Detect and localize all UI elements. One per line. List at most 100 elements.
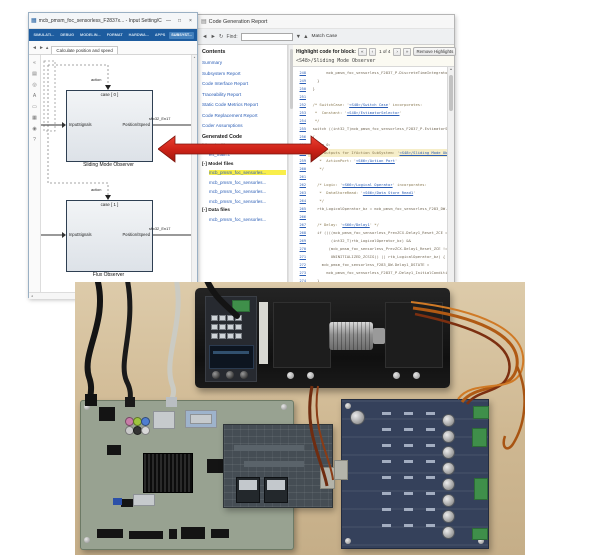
generated-file-link[interactable]: mcb_pmsm_foc_sensorles...: [209, 198, 267, 204]
viewer-icon[interactable]: ◉: [32, 126, 37, 132]
line-number-link[interactable]: 266: [299, 214, 307, 219]
line-number-link[interactable]: 251: [299, 94, 307, 99]
code-vertical-scrollbar[interactable]: ▴: [447, 66, 454, 285]
line-number-link[interactable]: 270: [299, 246, 307, 251]
ribbon-tab-1[interactable]: DEBUG: [60, 33, 75, 37]
close-button[interactable]: ×: [189, 17, 192, 24]
prev-highlight-button[interactable]: ‹: [368, 47, 377, 56]
back-icon[interactable]: ◄: [202, 33, 208, 40]
find-input[interactable]: [240, 32, 293, 41]
file-group-label[interactable]: [-] Data files: [202, 208, 230, 213]
sliding-mode-observer-block[interactable]: case [ 0 ] InputSignals Position/Speed: [66, 90, 153, 162]
code-block-link[interactable]: <S66>/Logical Operator: [342, 181, 393, 187]
line-number-link[interactable]: 249: [299, 78, 307, 83]
refresh-icon[interactable]: ↻: [218, 33, 224, 40]
code-scroll-thumb[interactable]: [449, 74, 453, 111]
code-block-link[interactable]: <S48>/EstimatorSelector: [346, 109, 400, 115]
bench-screw: [307, 372, 314, 379]
find-prev-icon[interactable]: ▲: [303, 33, 309, 40]
code-block-link[interactable]: <S66>/Data Store Read1: [362, 189, 414, 195]
simulink-canvas: action case [ 0 ] InputSignals Position/…: [41, 55, 191, 292]
line-number-link[interactable]: 252: [299, 102, 307, 107]
next-highlight-button[interactable]: ›: [393, 47, 401, 56]
find-next-icon[interactable]: ▼: [295, 33, 302, 40]
line-number-link[interactable]: 254: [299, 118, 307, 123]
maximize-button[interactable]: □: [177, 17, 182, 24]
ribbon-tab-2[interactable]: MODELIN...: [80, 33, 101, 37]
forward-icon[interactable]: ►: [210, 33, 216, 40]
line-number-link[interactable]: 265: [299, 206, 307, 211]
contents-link[interactable]: Coder Assumptions: [202, 123, 243, 128]
component-row: [234, 445, 304, 451]
ribbon-tab-6[interactable]: SUBSYST...: [168, 31, 195, 39]
code-block-link[interactable]: <S48>/Sliding Mode Observer: [399, 149, 447, 155]
line-number-link[interactable]: 268: [299, 230, 307, 235]
contents-link[interactable]: Traceability Report: [202, 91, 242, 97]
line-number-link[interactable]: 269: [299, 238, 307, 243]
line-number-link[interactable]: 271: [299, 254, 307, 259]
minimize-button[interactable]: —: [166, 17, 171, 24]
contents-link[interactable]: Code Interface Report: [202, 81, 249, 86]
generated-file-link[interactable]: mcb_pmsm_foc_sensorles...: [209, 179, 267, 185]
generated-file-link[interactable]: mcb_pmsm_foc_sensorles...: [209, 216, 267, 222]
ribbon-tab-5[interactable]: APPS: [154, 33, 166, 37]
contents-link[interactable]: Subsystem Report: [202, 70, 241, 76]
code-segment: (mcb_pmsm_foc_sensorless_PrevZCX.Delay1_…: [308, 245, 447, 251]
bench-screw: [393, 372, 400, 379]
annotation-icon[interactable]: A: [32, 93, 37, 99]
code-block-link[interactable]: <S48>/Switch Case: [349, 101, 389, 107]
ribbon-tab-0[interactable]: SIMULATI...: [33, 33, 55, 37]
ribbon-tab-4[interactable]: HARDWA...: [128, 33, 149, 37]
flux-observer-block[interactable]: case [ 1 ] InputSignals Position/Speed: [66, 200, 153, 272]
file-group-label[interactable]: [-] Model files: [202, 161, 234, 167]
help-icon[interactable]: ?: [33, 137, 36, 143]
hide-browser-icon[interactable]: «: [33, 60, 36, 66]
generated-file-link[interactable]: ert_main.c: [209, 152, 231, 157]
nav-back-icon[interactable]: ◄: [32, 45, 37, 51]
nav-up-icon[interactable]: ▴: [45, 45, 49, 51]
line-number-link[interactable]: 263: [299, 190, 307, 195]
line-number-link[interactable]: 250: [299, 86, 307, 91]
line-number-link[interactable]: 253: [299, 110, 307, 115]
line-number-link[interactable]: 264: [299, 198, 307, 203]
contents-scroll-thumb[interactable]: [289, 49, 293, 109]
line-number-link[interactable]: 272: [299, 262, 307, 267]
hardware-photo: [75, 282, 525, 555]
contents-link[interactable]: Summary: [202, 60, 223, 65]
bench-knob: [212, 371, 220, 379]
code-text: * Constant: '<S48>/EstimatorSelector': [308, 109, 447, 117]
line-number-link[interactable]: 262: [299, 182, 307, 187]
match-case-option[interactable]: Match Case: [311, 34, 338, 39]
line-number-link[interactable]: 261: [299, 174, 307, 179]
generated-file-link[interactable]: mcb_pmsm_foc_sensorles...: [209, 189, 267, 194]
line-number-link[interactable]: 273: [299, 270, 307, 275]
contents-link[interactable]: Code Replacement Report: [202, 112, 258, 118]
line-number-link[interactable]: 248: [299, 70, 307, 75]
line-number-link[interactable]: 259: [299, 158, 307, 163]
canvas-vertical-scrollbar[interactable]: ▴: [191, 55, 197, 292]
first-highlight-button[interactable]: «: [358, 47, 367, 56]
power-terminal-block: [474, 478, 488, 500]
code-block-link[interactable]: <S66>/Action Port: [356, 157, 395, 163]
nav-forward-icon[interactable]: ►: [38, 45, 44, 51]
code-segment: rtb_LogicalOperator_bz = mcb_pmsm_foc_se…: [317, 205, 447, 211]
last-highlight-button[interactable]: »: [402, 47, 412, 56]
line-number-link[interactable]: 260: [299, 166, 307, 171]
line-number-link[interactable]: 255: [299, 126, 307, 131]
model-browser-icon[interactable]: ▤: [32, 71, 37, 77]
area-icon[interactable]: ▭: [32, 104, 37, 110]
electrolytic-capacitor: [442, 414, 455, 427]
zoom-icon[interactable]: ◎: [32, 82, 37, 88]
canvas-tab[interactable]: Calculate position and speed: [51, 46, 118, 54]
generated-file-link[interactable]: mcb_pmsm_foc_sensorles...: [209, 170, 286, 175]
line-number-link[interactable]: 267: [299, 222, 307, 227]
signal-table-icon[interactable]: ▦: [32, 115, 37, 121]
line-number-link[interactable]: 274: [299, 278, 307, 283]
code-segment: * DataStoreRead: ': [308, 189, 363, 195]
ribbon-tab-3[interactable]: FORMAT: [106, 33, 123, 37]
line-number-link[interactable]: 256: [299, 134, 307, 139]
code-block-link[interactable]: <S66>/Delay1: [342, 221, 370, 227]
contents-scrollbar[interactable]: [288, 45, 293, 285]
contents-link[interactable]: Static Code Metrics Report: [202, 102, 259, 107]
remove-highlights-button[interactable]: Remove Highlights: [413, 47, 457, 56]
